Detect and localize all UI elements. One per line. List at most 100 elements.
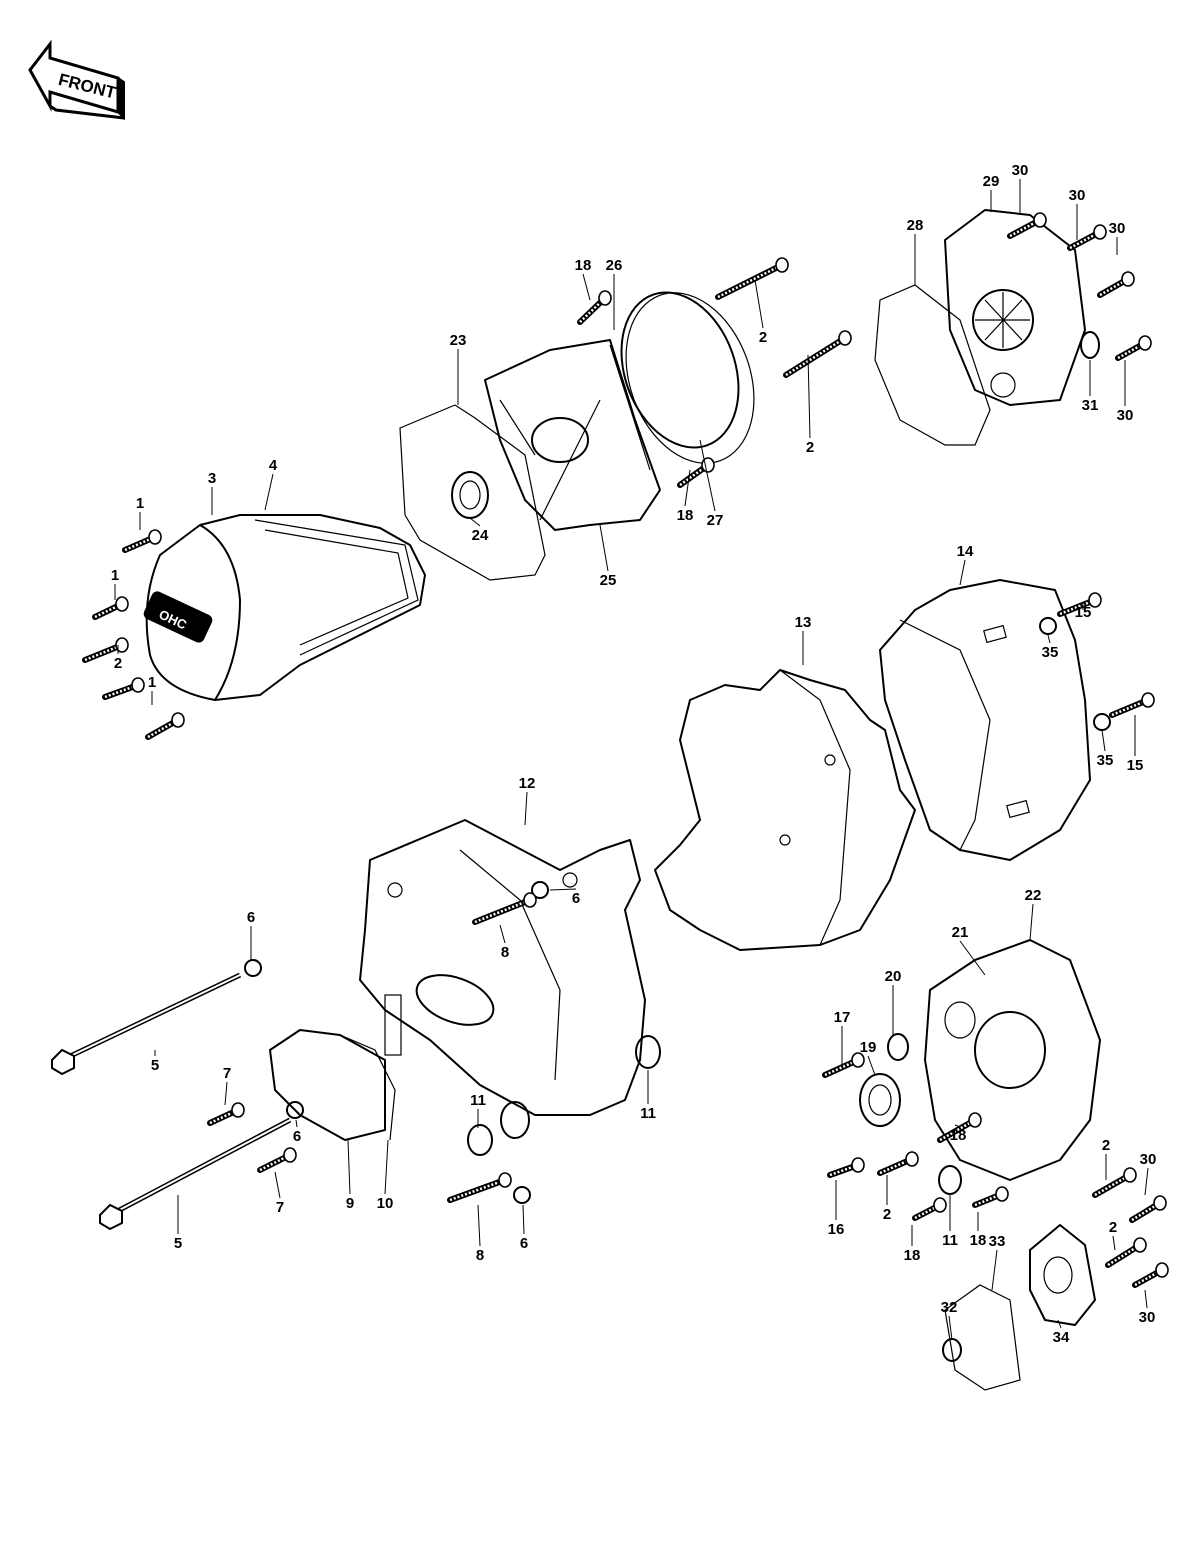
- part-callout-35: 35: [1097, 752, 1114, 769]
- part-callout-2: 2: [806, 439, 814, 456]
- bolt: [877, 1151, 919, 1176]
- leader-line: [264, 473, 274, 511]
- part-callout-16: 16: [828, 1221, 845, 1238]
- cover-34: [1029, 1224, 1096, 1326]
- part-callout-9: 9: [346, 1195, 354, 1212]
- part-callout-17: 17: [834, 1009, 851, 1026]
- part-callout-22: 22: [1025, 887, 1042, 904]
- part-callout-18: 18: [904, 1247, 921, 1264]
- seal-11-center: [500, 1101, 530, 1139]
- gasket-28: [874, 284, 991, 446]
- long-stud-upper: [51, 972, 242, 1076]
- bolt: [1129, 1195, 1167, 1223]
- bolt: [912, 1197, 947, 1221]
- gasket-10: [339, 1034, 396, 1141]
- part-callout-6: 6: [247, 909, 255, 926]
- washer-6-c: [286, 1101, 304, 1119]
- bolt: [577, 290, 612, 325]
- part-callout-5: 5: [151, 1057, 159, 1074]
- gasket-23: [399, 404, 546, 581]
- leader-line: [1029, 903, 1034, 941]
- cover-29: [944, 209, 1086, 406]
- part-callout-11: 11: [942, 1232, 958, 1249]
- bolt: [1097, 271, 1135, 298]
- leader-line: [469, 517, 481, 527]
- part-callout-11: 11: [470, 1092, 486, 1109]
- part-callout-13: 13: [795, 614, 812, 631]
- part-callout-30: 30: [1117, 407, 1134, 424]
- part-callout-6: 6: [293, 1128, 301, 1145]
- part-callout-2: 2: [1102, 1137, 1110, 1154]
- part-callout-25: 25: [600, 572, 617, 589]
- bolt: [783, 330, 852, 378]
- part-callout-18: 18: [575, 257, 592, 274]
- oil-seal-19: [859, 1073, 901, 1127]
- part-callout-23: 23: [450, 332, 467, 349]
- crankcase-13: [654, 669, 916, 951]
- bearing-20: [887, 1033, 909, 1061]
- leader-line: [295, 1119, 298, 1128]
- oil-seal-24: [451, 471, 489, 519]
- part-callout-33: 33: [989, 1233, 1006, 1250]
- washer-35-a: [1039, 617, 1057, 635]
- bolt: [145, 712, 185, 740]
- leader-line: [867, 1055, 876, 1076]
- part-callout-30: 30: [1139, 1309, 1156, 1326]
- bolt: [715, 257, 789, 300]
- part-callout-27: 27: [707, 512, 724, 529]
- part-callout-6: 6: [572, 890, 580, 907]
- leader-line: [699, 439, 716, 512]
- bolts-group: [82, 212, 1169, 1288]
- bolt: [1109, 692, 1155, 718]
- bolt: [1067, 224, 1107, 251]
- leader-line: [991, 1249, 998, 1291]
- part-callout-24: 24: [472, 527, 489, 544]
- gasket-33: [944, 1284, 1021, 1391]
- part-callout-7: 7: [223, 1065, 231, 1082]
- part-callout-12: 12: [519, 775, 536, 792]
- cover-9: [269, 1029, 386, 1141]
- leader-line: [477, 1204, 481, 1247]
- part-callout-1: 1: [136, 495, 144, 512]
- leader-line: [959, 559, 966, 586]
- part-callout-30: 30: [1109, 220, 1126, 237]
- part-callout-1: 1: [148, 674, 156, 691]
- part-callout-31: 31: [1082, 397, 1099, 414]
- part-callout-4: 4: [269, 457, 278, 474]
- bolt: [937, 1112, 982, 1143]
- part-callout-20: 20: [885, 968, 902, 985]
- bolt: [82, 637, 129, 663]
- seal-11-left: [467, 1124, 493, 1156]
- part-callout-34: 34: [1053, 1329, 1070, 1346]
- front-direction-arrow: FRONT: [28, 39, 125, 121]
- part-callout-32: 32: [941, 1299, 958, 1316]
- leader-line: [1101, 729, 1106, 752]
- part-callout-29: 29: [983, 173, 1000, 190]
- bolt: [102, 677, 145, 700]
- bolt: [1092, 1167, 1137, 1198]
- part-callout-6: 6: [520, 1235, 528, 1252]
- washer-6-a: [244, 959, 262, 977]
- bolt: [827, 1157, 865, 1178]
- leader-line: [1144, 1167, 1149, 1196]
- part-callout-2: 2: [1109, 1219, 1117, 1236]
- part-callout-19: 19: [860, 1039, 877, 1056]
- part-callout-30: 30: [1012, 162, 1029, 179]
- seal-11-right: [635, 1035, 661, 1069]
- washer-6-b: [531, 881, 549, 899]
- washer-35-b: [1093, 713, 1111, 731]
- seal-11-lower: [938, 1165, 962, 1195]
- leader-line: [522, 1204, 525, 1235]
- leader-line: [599, 524, 609, 572]
- part-callout-1: 1: [111, 567, 119, 584]
- leader-line: [1144, 1289, 1148, 1309]
- bolt: [1105, 1237, 1147, 1268]
- bolt: [207, 1102, 245, 1126]
- bolt: [1132, 1262, 1169, 1288]
- part-callout-2: 2: [759, 329, 767, 346]
- bolt: [1007, 212, 1047, 239]
- leader-line: [807, 354, 811, 439]
- leader-line: [347, 1139, 351, 1195]
